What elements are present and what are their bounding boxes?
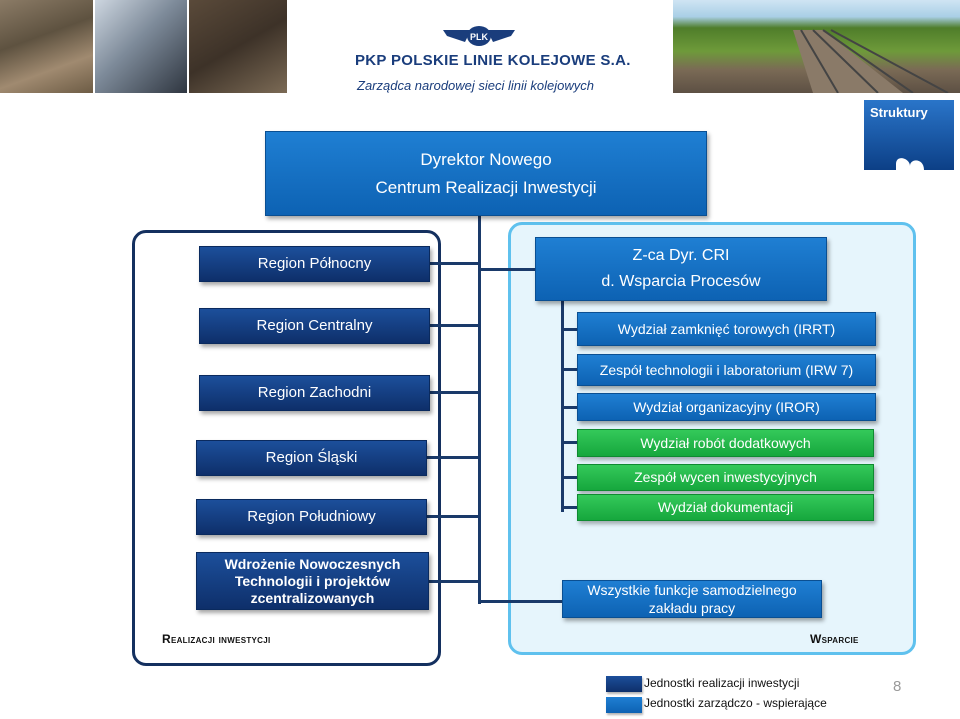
realizacja-footer: Realizacji inwestycji xyxy=(162,632,271,646)
functions-line1: Wszystkie funkcje samodzielnego xyxy=(587,582,797,598)
deputy-director-box: Z-ca Dyr. CRI d. Wsparcia Procesów xyxy=(535,237,827,301)
deputy-line1: Z-ca Dyr. CRI xyxy=(632,247,730,264)
struktury-puzzle-icon[interactable] xyxy=(862,98,956,170)
region-zachodni: Region Zachodni xyxy=(199,375,430,411)
track-worker-photo xyxy=(0,0,93,93)
unit-irrt: Wydział zamknięć torowych (IRRT) xyxy=(577,312,876,346)
connector-unit-1 xyxy=(561,328,577,331)
functions-box: Wszystkie funkcje samodzielnego zakładu … xyxy=(562,580,822,618)
region-centralny: Region Centralny xyxy=(199,308,430,344)
railway-tracks-icon xyxy=(793,29,949,93)
region-poludniowy: Region Południowy xyxy=(196,499,427,535)
unit-irw7: Zespół technologii i laboratorium (IRW 7… xyxy=(577,354,876,386)
functions-line2: zakładu pracy xyxy=(648,600,736,616)
connector-functions xyxy=(478,600,562,603)
connector-wdrozenie xyxy=(427,580,480,583)
brand-name: PKP POLSKIE LINIE KOLEJOWE S.A. xyxy=(355,52,631,69)
unit-wyceny: Zespół wycen inwestycyjnych xyxy=(577,464,874,491)
struktury-label[interactable]: Struktury xyxy=(870,105,928,120)
brand-tagline: Zarządca narodowej sieci linii kolejowyc… xyxy=(357,78,594,93)
wdrozenie-box: Wdrożenie Nowoczesnych Technologii i pro… xyxy=(196,552,429,610)
plk-logo-icon: PLK xyxy=(443,26,515,46)
wdrozenie-line3: zcentralizowanych xyxy=(250,589,375,606)
connector-unit-5 xyxy=(561,476,577,479)
deputy-line2: d. Wsparcia Procesów xyxy=(601,273,761,290)
connector-unit-3 xyxy=(561,406,577,409)
director-line2: Centrum Realizacji Inwestycji xyxy=(375,177,597,197)
unit-dokumentacja: Wydział dokumentacji xyxy=(577,494,874,521)
unit-iror: Wydział organizacyjny (IROR) xyxy=(577,393,876,421)
railway-landscape-photo xyxy=(673,0,960,93)
wdrozenie-line2: Technologii i projektów xyxy=(234,572,391,589)
connector-region-3 xyxy=(428,391,480,394)
wdrozenie-line1: Wdrożenie Nowoczesnych xyxy=(224,555,401,572)
connector-unit-6 xyxy=(561,506,577,509)
wsparcie-footer: Wsparcie xyxy=(810,632,859,646)
connector-region-2 xyxy=(428,324,480,327)
director-line1: Dyrektor Nowego xyxy=(420,149,552,169)
connector-region-1 xyxy=(428,262,480,265)
page-number: 8 xyxy=(893,678,902,695)
director-box: Dyrektor Nowego Centrum Realizacji Inwes… xyxy=(265,131,707,216)
logo-text: PLK xyxy=(470,32,489,42)
legend-label-wsparcie: Jednostki zarządczo - wspierające xyxy=(644,696,827,710)
rail-equipment-photo xyxy=(189,0,287,93)
main-connector xyxy=(478,214,481,604)
connector-unit-2 xyxy=(561,368,577,371)
connector-unit-4 xyxy=(561,441,577,444)
legend-swatch-realizacja xyxy=(606,676,642,692)
legend-swatch-wsparcie xyxy=(606,697,642,713)
legend-label-realizacja: Jednostki realizacji inwestycji xyxy=(644,676,800,690)
connector-region-5 xyxy=(425,515,480,518)
connector-region-4 xyxy=(425,456,480,459)
region-slaski: Region Śląski xyxy=(196,440,427,476)
region-polnocny: Region Północny xyxy=(199,246,430,282)
bridge-structure-photo xyxy=(95,0,187,93)
unit-roboty-dodatkowe: Wydział robót dodatkowych xyxy=(577,429,874,457)
connector-deputy xyxy=(478,268,536,271)
